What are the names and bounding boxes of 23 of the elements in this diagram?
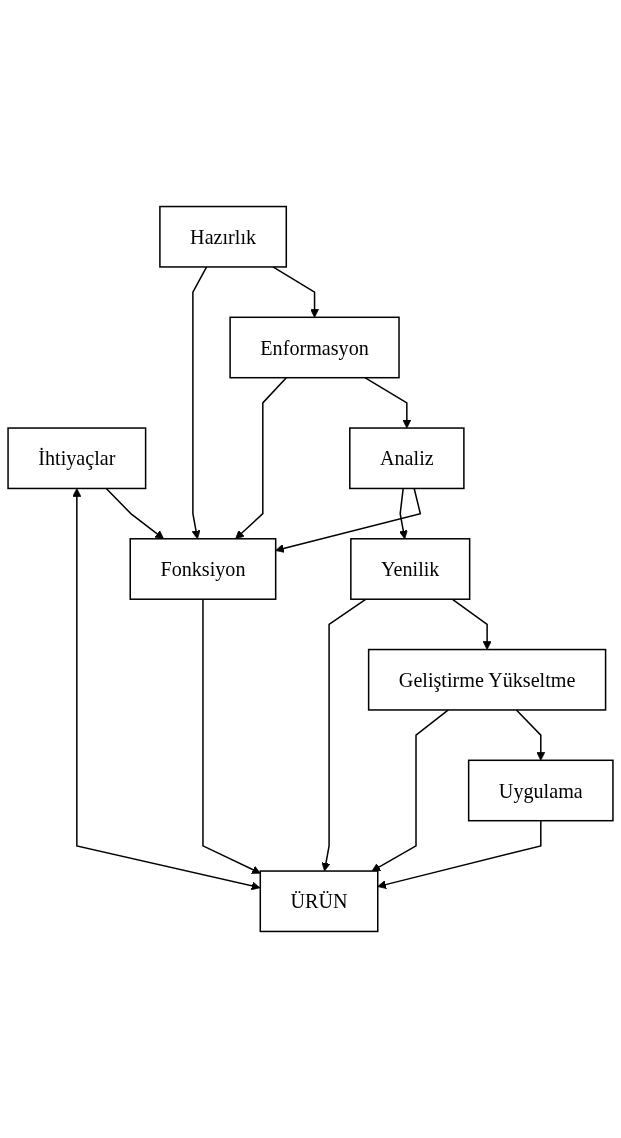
arrow [371,709,450,872]
arrow [515,709,546,761]
arrow [202,598,261,874]
arrow [275,487,422,553]
arrow [321,598,367,872]
arrow [272,266,319,318]
node-box: Enformasyon [229,316,400,379]
node-box: Yenilik [350,538,471,600]
node-box: Analiz [349,427,465,490]
node-box: Hazırlık [159,205,288,268]
node-box: İhtiyaçlar [7,427,147,490]
node-box: Fonksiyon [129,538,277,600]
arrow [398,487,408,540]
arrow [451,598,492,650]
arrow [105,487,164,540]
node-box: Uygulama [467,759,614,822]
arrow [191,266,208,540]
arrow [72,488,261,891]
arrow [364,376,412,429]
arrow [377,819,542,889]
node-box: ÜRÜN [259,870,379,933]
node-box: Geliştirme Yükseltme [367,648,607,711]
arrow [235,376,288,540]
